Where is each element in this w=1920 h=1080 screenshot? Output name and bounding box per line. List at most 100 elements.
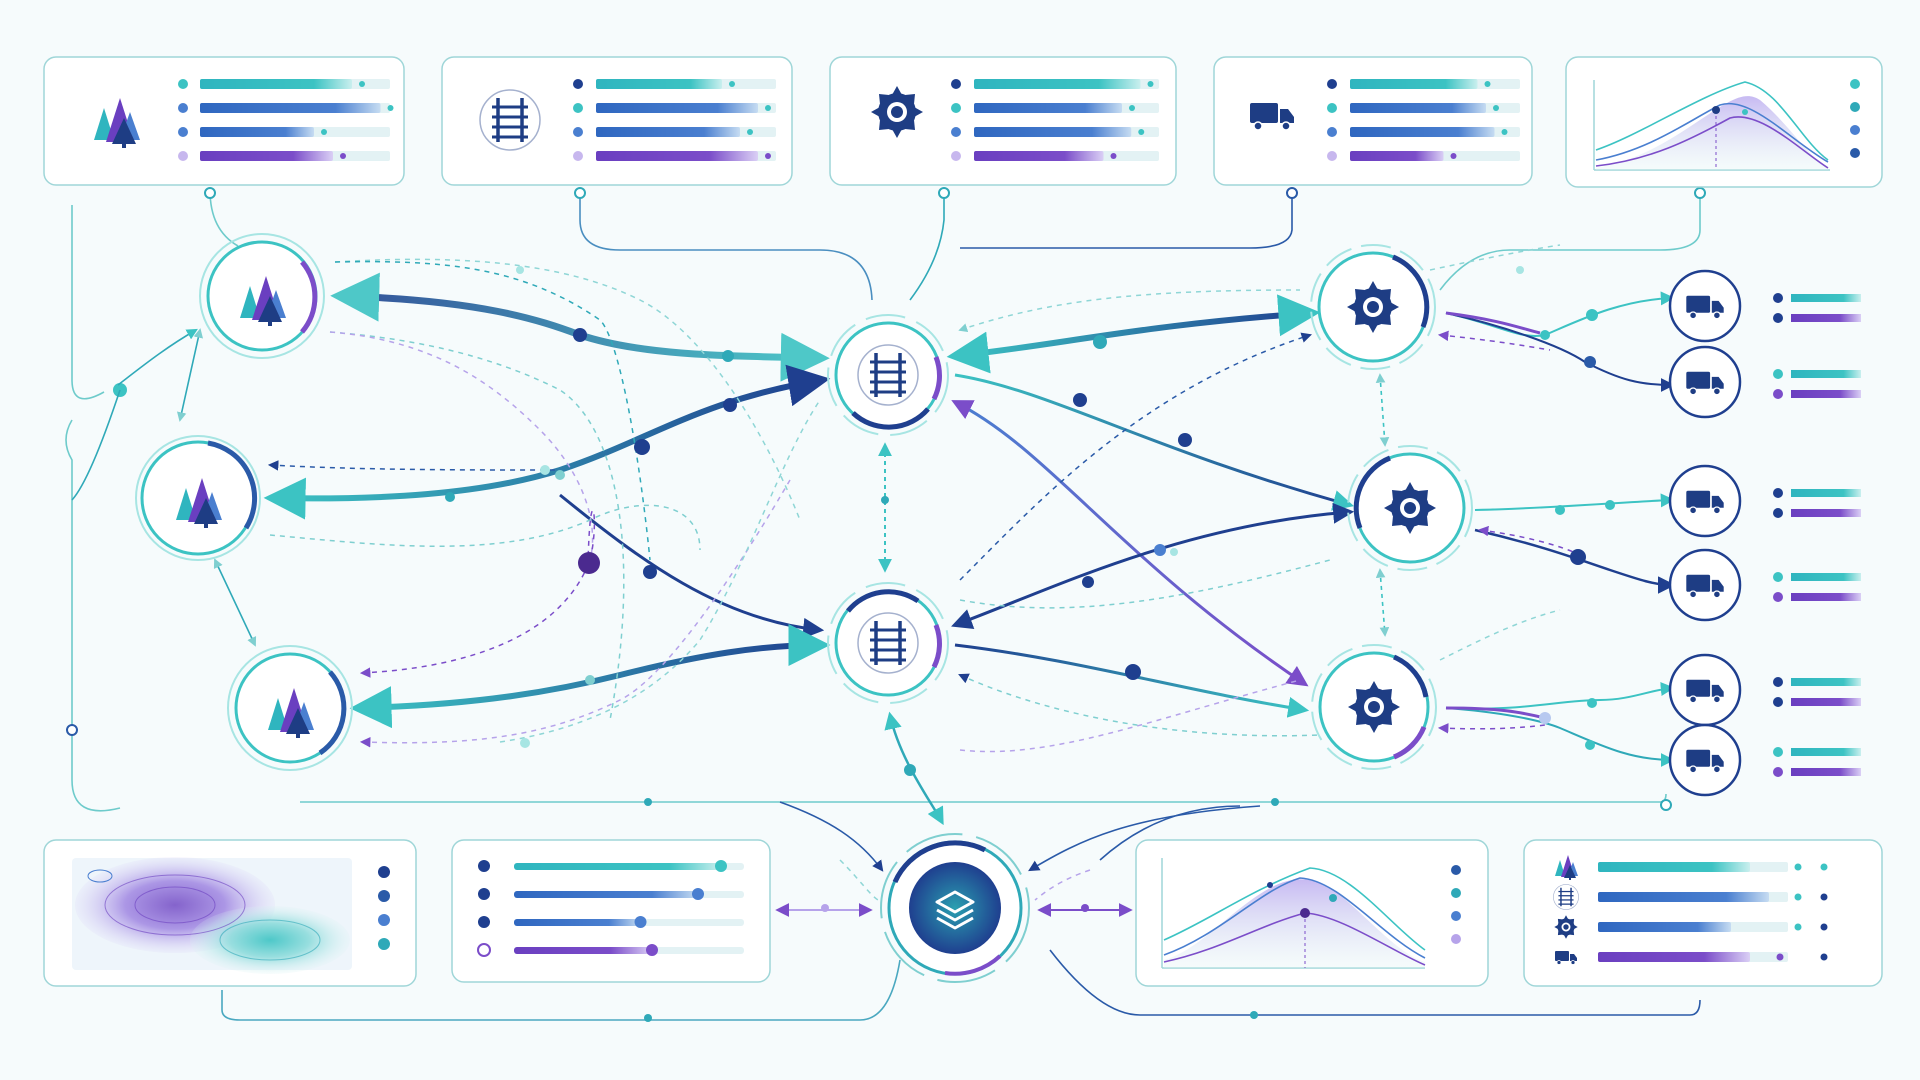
legend-dot (477, 943, 491, 957)
bar-marker (359, 81, 365, 87)
metric-bar (596, 151, 758, 161)
legend-dot (1773, 488, 1783, 498)
forest-node-3[interactable] (227, 645, 353, 771)
metric-bar (1791, 294, 1861, 302)
bar-marker (1501, 129, 1508, 135)
bar-marker (1820, 923, 1828, 931)
legend-dot (573, 79, 583, 89)
legend-dot (1773, 508, 1783, 518)
metric-bar (1598, 892, 1769, 902)
panel-forest-metrics (43, 56, 405, 186)
metric-bar (596, 79, 722, 89)
legend-dot (1773, 389, 1783, 399)
metric-bar (1791, 768, 1861, 776)
metric-bar (596, 103, 758, 113)
bar-marker (1138, 129, 1145, 135)
panel-bars (573, 79, 776, 161)
metric-bar (1791, 573, 1861, 581)
panel-bars (951, 79, 1159, 161)
legend-dot (951, 103, 961, 113)
metric-bar (1791, 489, 1861, 497)
panel-sawmill-metrics (829, 56, 1177, 186)
slider-fill (514, 863, 721, 870)
bar-marker (340, 153, 346, 159)
legend-dots (378, 866, 390, 950)
legend-dot (1327, 103, 1337, 113)
slider-thumb[interactable] (692, 888, 704, 900)
metric-bar (1598, 952, 1750, 962)
legend-dot (1773, 747, 1783, 757)
slider-fill (514, 919, 641, 926)
legend-dot (573, 127, 583, 137)
legend-dot (573, 103, 583, 113)
bar-marker (765, 105, 771, 111)
bar-marker (729, 81, 735, 87)
layers-icon (935, 890, 975, 930)
truck-node-4[interactable] (1668, 548, 1861, 622)
legend-dots (1850, 79, 1860, 158)
forest-node-2[interactable] (135, 435, 261, 561)
metric-bar (974, 127, 1132, 137)
bar-marker (1794, 893, 1802, 901)
bar-marker (765, 153, 771, 159)
panel-slider-metrics (451, 839, 771, 983)
bar-marker (1820, 893, 1828, 901)
metric-bar (1791, 678, 1861, 686)
legend-dot (951, 127, 961, 137)
metric-bar (200, 103, 381, 113)
legend-dot (1773, 592, 1783, 602)
sawmill-node-3[interactable] (1311, 644, 1437, 770)
area-chart-icon (1161, 858, 1426, 969)
bar-marker (1450, 153, 1457, 159)
legend-dot (178, 151, 188, 161)
panel-legend-metrics (1523, 839, 1883, 987)
legend-dot (478, 888, 490, 900)
slider-thumb[interactable] (715, 860, 727, 872)
forest-node-1[interactable] (199, 233, 325, 359)
central-data-hub[interactable] (880, 833, 1030, 983)
dashed-flows (267, 244, 1581, 901)
bar-marker (1147, 81, 1154, 87)
bar-marker (321, 129, 327, 135)
legend-dot (178, 127, 188, 137)
panel-bars (178, 79, 394, 161)
slider-fill (514, 947, 652, 954)
metric-bar (974, 103, 1122, 113)
metric-bar (1350, 103, 1486, 113)
rail-hub-1[interactable] (827, 314, 949, 436)
slider-thumb[interactable] (634, 916, 647, 928)
flow-waypoints (445, 266, 1615, 912)
frame-joints (66, 187, 1706, 1022)
truck-node-3[interactable] (1668, 464, 1861, 538)
panel-density-chart (1565, 56, 1883, 188)
legend-dot (1773, 767, 1783, 777)
legend-dot (178, 103, 188, 113)
metric-bar (200, 79, 352, 89)
truck-node-5[interactable] (1668, 653, 1861, 727)
bar-marker (1794, 923, 1802, 931)
legend-dot (1327, 151, 1337, 161)
legend-dot (478, 860, 490, 872)
truck-node-1[interactable] (1668, 269, 1861, 343)
legend-dot (1773, 293, 1783, 303)
metric-bar (1598, 922, 1731, 932)
sawmill-node-1[interactable] (1310, 244, 1436, 370)
metric-bar (1350, 127, 1495, 137)
metric-bar (596, 127, 740, 137)
metric-bar (1350, 151, 1444, 161)
rail-hub-2[interactable] (827, 582, 949, 704)
truck-node-6[interactable] (1668, 723, 1861, 797)
sawmill-node-2[interactable] (1347, 445, 1473, 571)
metric-bar (1791, 509, 1861, 517)
legend-dots (1451, 865, 1461, 944)
truck-node-2[interactable] (1668, 345, 1861, 419)
bar-marker (1493, 105, 1499, 111)
legend-dot (478, 916, 490, 928)
bar-marker (1129, 105, 1135, 111)
metric-bar (1791, 748, 1861, 756)
legend-dot (951, 151, 961, 161)
bar-marker (1820, 953, 1828, 961)
slider-thumb[interactable] (646, 944, 658, 956)
legend-dot (1773, 313, 1783, 323)
metric-bar (1791, 593, 1861, 601)
